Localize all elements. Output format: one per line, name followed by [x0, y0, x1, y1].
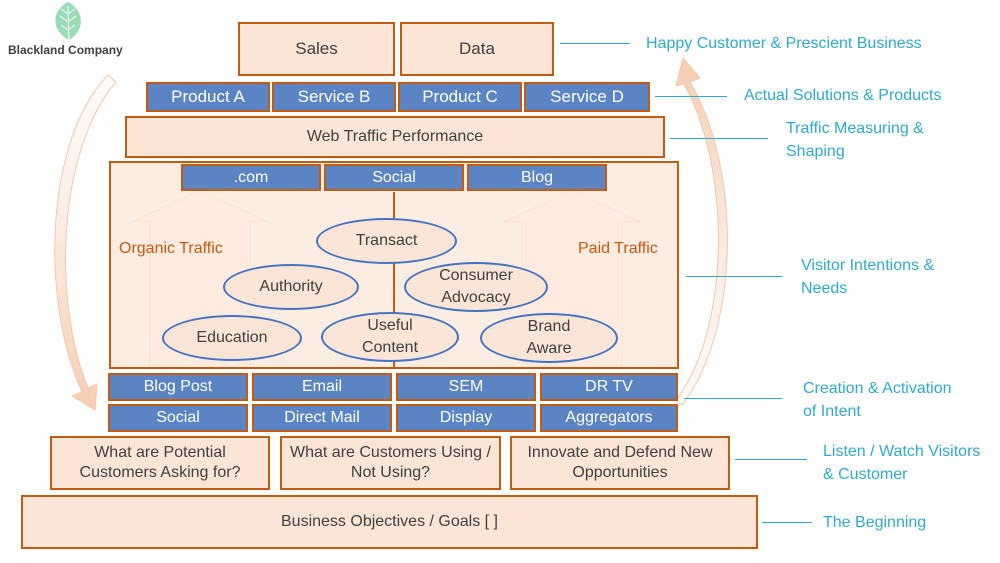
leaf-icon [55, 2, 81, 41]
activation-dr-tv: DR TV [540, 373, 678, 401]
left-curved-arrow [54, 74, 117, 411]
paid-traffic-label: Paid Traffic [578, 240, 658, 257]
panel-divider [393, 192, 395, 368]
listen-innovate-defend: Innovate and Defend New Opportunities [510, 436, 730, 490]
label-listen-watch: Listen / Watch Visitors & Customer [823, 443, 981, 484]
service-b-box: Service B [272, 82, 396, 112]
activation-social: Social [108, 404, 248, 432]
intent-transact: Transact [316, 218, 457, 264]
leader-visitor [686, 276, 782, 277]
leader-creation [684, 398, 782, 399]
activation-aggregators: Aggregators [540, 404, 678, 432]
leader-beginning [762, 522, 812, 523]
product-a-box: Product A [146, 82, 270, 112]
leader-actual [655, 96, 727, 97]
intent-authority: Authority [223, 264, 359, 310]
leader-happy [560, 43, 630, 44]
listen-potential-customers: What are Potential Customers Asking for? [50, 436, 270, 490]
channel-blog: Blog [467, 164, 607, 191]
activation-sem: SEM [396, 373, 536, 401]
business-objectives-box: Business Objectives / Goals [ ] [21, 495, 758, 549]
label-happy-customer: Happy Customer & Prescient Business [646, 35, 922, 52]
listen-customers-using: What are Customers Using / Not Using? [280, 436, 501, 490]
intent-brand-aware: Brand Aware [480, 313, 618, 363]
intent-consumer-advocacy: Consumer Advocacy [404, 262, 548, 312]
company-logo-text: Blackland Company [8, 43, 123, 57]
label-visitor-intentions: Visitor Intentions & Needs [801, 257, 935, 298]
activation-direct-mail: Direct Mail [252, 404, 392, 432]
service-d-box: Service D [524, 82, 650, 112]
intent-education: Education [162, 315, 302, 361]
channel-dotcom: .com [181, 164, 321, 191]
sales-box: Sales [238, 22, 395, 76]
activation-email: Email [252, 373, 392, 401]
leader-listen [735, 459, 807, 460]
label-actual-solutions: Actual Solutions & Products [744, 87, 942, 104]
label-creation-activation: Creation & Activation of Intent [803, 380, 952, 421]
intent-useful-content: Useful Content [321, 312, 459, 362]
product-c-box: Product C [398, 82, 522, 112]
web-traffic-performance-box: Web Traffic Performance [125, 116, 665, 158]
label-the-beginning: The Beginning [823, 514, 927, 531]
organic-traffic-label: Organic Traffic [119, 240, 223, 257]
right-curved-arrow [675, 56, 728, 406]
label-traffic-measuring: Traffic Measuring & Shaping [786, 120, 924, 161]
leader-traffic [670, 138, 768, 139]
activation-blog-post: Blog Post [108, 373, 248, 401]
data-box: Data [400, 22, 554, 76]
activation-display: Display [396, 404, 536, 432]
channel-social: Social [324, 164, 464, 191]
